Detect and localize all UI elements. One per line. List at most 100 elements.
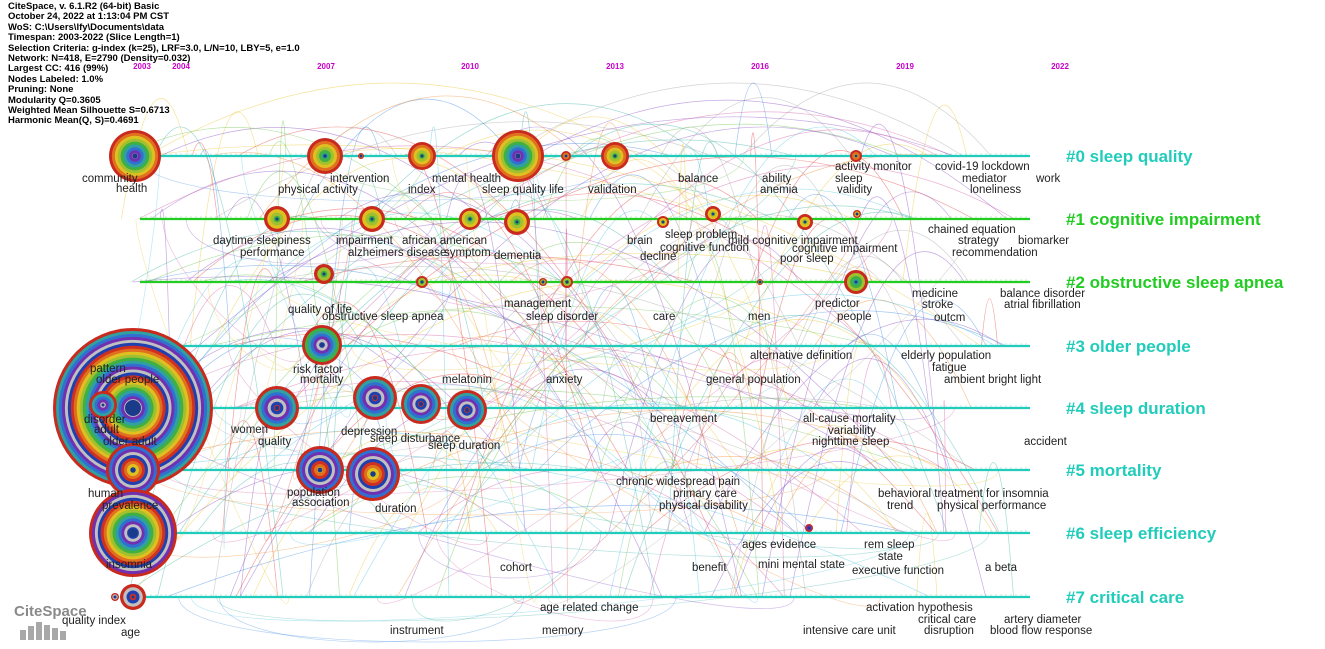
- co-occurrence-arc: [239, 126, 894, 598]
- node-core: [854, 280, 858, 284]
- keyword-label: instrument: [390, 625, 444, 637]
- co-occurrence-arc: [196, 462, 396, 534]
- node-core: [275, 217, 279, 221]
- keyword-node: [447, 390, 487, 430]
- co-occurrence-arc: [429, 126, 450, 598]
- co-occurrence-arc: [465, 368, 587, 534]
- co-occurrence-arc: [478, 205, 915, 471]
- node-core: [132, 153, 138, 159]
- keyword-label: daytime sleepiness: [213, 235, 311, 247]
- co-occurrence-arc: [639, 396, 700, 598]
- co-occurrence-arc: [132, 334, 863, 534]
- keyword-label: african american: [402, 235, 487, 247]
- keyword-label: cohort: [500, 562, 533, 574]
- co-occurrence-arc: [570, 123, 948, 534]
- co-occurrence-arc: [697, 165, 833, 347]
- keyword-label: blood flow response: [990, 625, 1092, 637]
- co-occurrence-arc: [835, 340, 867, 534]
- keyword-node: [307, 138, 343, 174]
- co-occurrence-arc: [489, 397, 885, 471]
- keyword-node: [106, 443, 160, 497]
- co-occurrence-arc: [743, 143, 929, 347]
- keyword-node: [561, 151, 571, 161]
- keyword-label: quality index: [62, 615, 126, 627]
- keyword-label: stroke: [922, 299, 953, 311]
- node-core: [564, 154, 568, 158]
- co-occurrence-arc: [589, 174, 717, 347]
- keyword-label: state: [878, 551, 903, 563]
- node-core: [320, 343, 324, 347]
- co-occurrence-arc: [695, 352, 753, 471]
- keyword-label: anemia: [760, 184, 798, 196]
- keyword-label: general population: [706, 374, 801, 386]
- co-occurrence-arc: [510, 259, 739, 534]
- node-core: [420, 280, 424, 284]
- co-occurrence-arc: [189, 111, 259, 347]
- co-occurrence-arc: [330, 111, 952, 347]
- co-occurrence-arc: [130, 230, 471, 283]
- co-occurrence-arc: [860, 124, 945, 534]
- cluster-label: #6 sleep efficiency: [1066, 524, 1217, 543]
- keyword-node: [561, 276, 573, 288]
- co-occurrence-arc: [503, 82, 964, 157]
- co-occurrence-arc: [397, 255, 514, 471]
- co-occurrence-arc: [234, 344, 946, 471]
- co-occurrence-arc: [417, 469, 785, 598]
- co-occurrence-arc: [508, 312, 682, 409]
- co-occurrence-arc: [234, 388, 919, 534]
- keyword-label: balance disorder: [1000, 288, 1085, 300]
- node-core: [125, 400, 141, 416]
- info-line: Weighted Mean Silhouette S=0.6713: [8, 105, 170, 117]
- keyword-label: mediator: [962, 173, 1007, 185]
- node-core: [131, 595, 135, 599]
- info-line: Pruning: None: [8, 84, 74, 96]
- keyword-node: [89, 391, 117, 419]
- co-occurrence-arc: [622, 211, 918, 598]
- keyword-label: medicine: [912, 288, 958, 300]
- keyword-label: management: [504, 298, 572, 310]
- co-occurrence-arc: [428, 218, 693, 420]
- keyword-label: disruption: [924, 625, 974, 637]
- co-occurrence-arc: [347, 485, 498, 598]
- co-occurrence-arc: [143, 264, 797, 534]
- co-occurrence-arc: [130, 280, 838, 598]
- keyword-label: pattern: [90, 363, 126, 375]
- co-occurrence-arc: [517, 178, 554, 598]
- co-occurrence-arc: [207, 281, 301, 371]
- co-occurrence-arc: [219, 596, 524, 643]
- co-occurrence-arc: [483, 193, 656, 598]
- keyword-label: strategy: [958, 235, 999, 247]
- year-label: 2013: [606, 62, 624, 71]
- co-occurrence-arc: [732, 448, 897, 534]
- keyword-label: people: [837, 311, 872, 323]
- co-occurrence-arc: [169, 469, 920, 558]
- keyword-node: [255, 386, 299, 430]
- co-occurrence-arc: [451, 345, 881, 607]
- co-occurrence-arc: [609, 126, 877, 598]
- keyword-label: loneliness: [970, 184, 1021, 196]
- co-occurrence-arc: [352, 188, 914, 598]
- co-occurrence-arc: [135, 218, 290, 604]
- co-occurrence-arc: [212, 126, 398, 598]
- keyword-node: [109, 130, 161, 182]
- keyword-label: human: [88, 488, 123, 500]
- co-occurrence-arc: [435, 248, 586, 409]
- co-occurrence-arc: [305, 301, 428, 534]
- keyword-label: performance: [240, 247, 305, 259]
- keyword-label: activation hypothesis: [866, 602, 973, 614]
- node-core: [130, 467, 136, 473]
- info-line: Largest CC: 416 (99%): [8, 63, 109, 75]
- keyword-node: [401, 384, 441, 424]
- node-core: [419, 402, 423, 406]
- node-core: [468, 217, 472, 221]
- node-core: [274, 405, 280, 411]
- node-core: [420, 154, 424, 158]
- keyword-label: duration: [375, 503, 417, 515]
- keyword-node: [89, 489, 177, 577]
- keyword-label: sleep: [835, 173, 863, 185]
- co-occurrence-arc: [224, 420, 279, 598]
- keyword-label: sleep duration: [428, 440, 500, 452]
